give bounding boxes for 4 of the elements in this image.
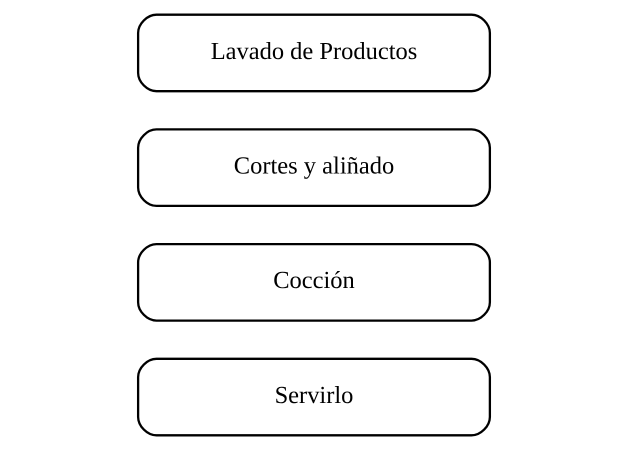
node-box: Lavado de Productos <box>136 14 491 92</box>
node-box: Cocción <box>136 242 491 322</box>
node-box: Servirlo <box>136 358 491 436</box>
node-box: Cortes y aliñado <box>136 128 491 208</box>
